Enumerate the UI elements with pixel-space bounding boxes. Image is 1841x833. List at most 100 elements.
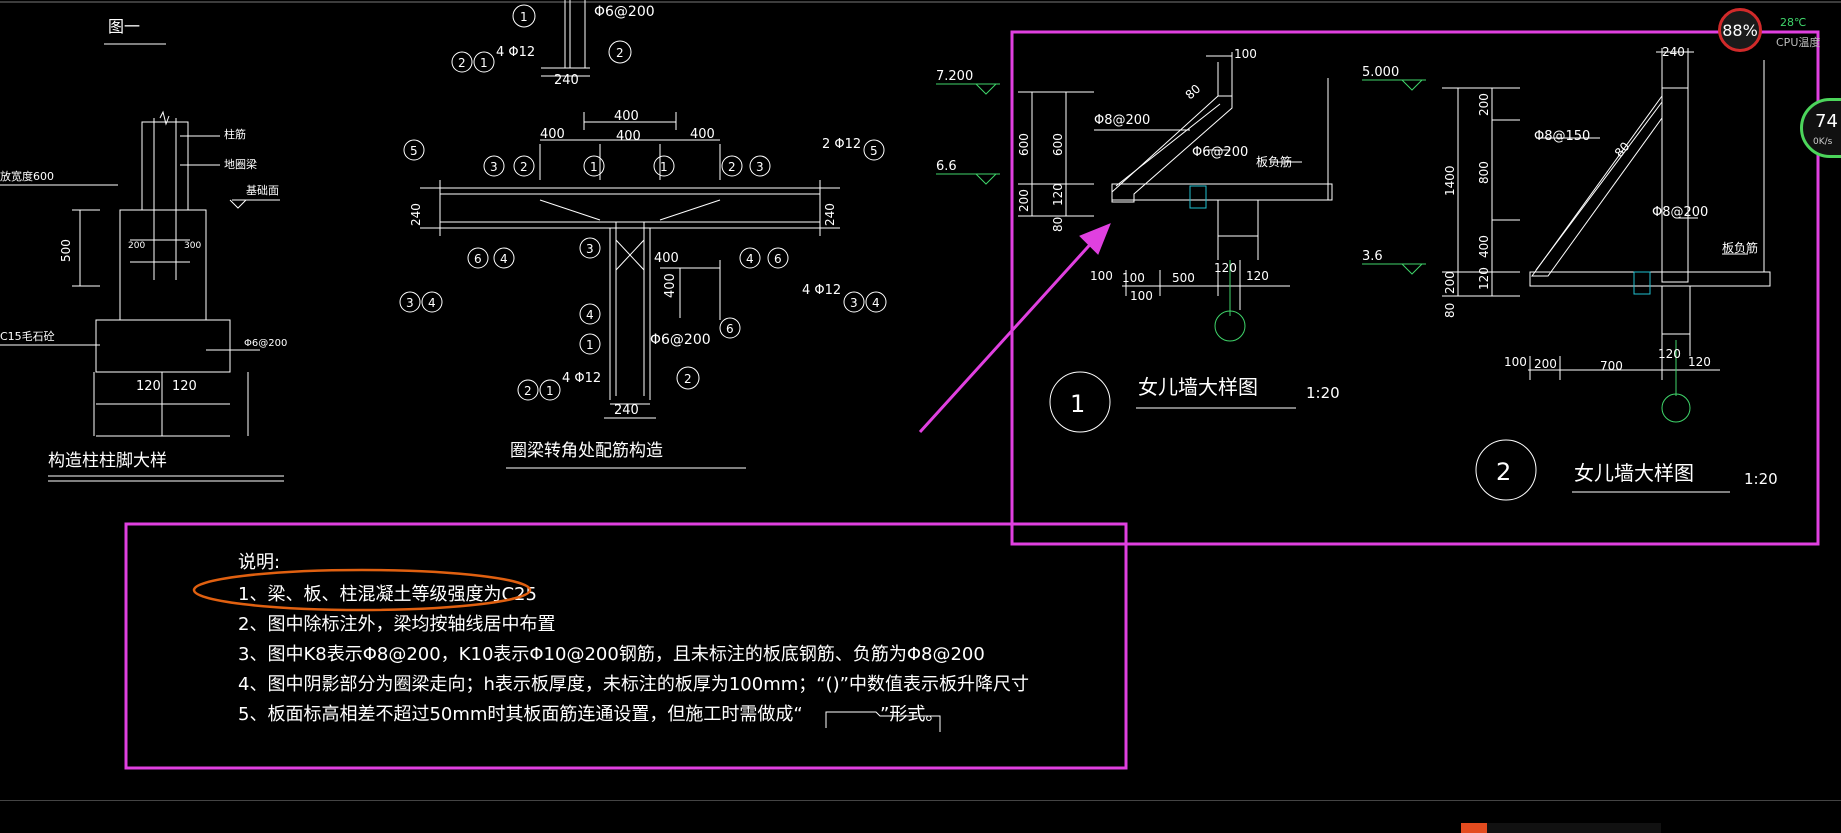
svg-text:1: 1 — [660, 160, 668, 174]
svg-text:3、图中K8表示Φ8@200，K10表示Φ10@200钢筋，: 3、图中K8表示Φ8@200，K10表示Φ10@200钢筋，且未标注的板底钢筋、… — [238, 644, 985, 665]
column-foot-title: 构造柱柱脚大样 — [48, 451, 284, 482]
svg-text:4、图中阴影部分为圈梁走向；h表示板厚度，未标注的板厚为10: 4、图中阴影部分为圈梁走向；h表示板厚度，未标注的板厚为100mm；“()”中数… — [238, 674, 1029, 695]
app-tray-icon[interactable] — [1461, 823, 1487, 833]
svg-text:4: 4 — [428, 296, 436, 310]
svg-text:4: 4 — [746, 252, 754, 266]
svg-text:3.6: 3.6 — [1362, 249, 1383, 264]
svg-text:构造柱柱脚大样: 构造柱柱脚大样 — [48, 451, 167, 471]
svg-text:1:20: 1:20 — [1306, 384, 1340, 402]
svg-text:400: 400 — [663, 273, 678, 298]
svg-text:4 Φ12: 4 Φ12 — [496, 45, 535, 60]
parapet-detail-1-title: 1 女儿墙大样图 1:20 — [1049, 371, 1340, 433]
svg-text:120: 120 — [1658, 347, 1681, 361]
svg-text:100: 100 — [1090, 269, 1113, 283]
svg-text:2: 2 — [458, 56, 466, 70]
svg-text:240: 240 — [614, 403, 639, 418]
svg-text:2: 2 — [616, 46, 624, 60]
svg-text:Φ6@200: Φ6@200 — [1192, 145, 1248, 160]
svg-text:4 Φ12: 4 Φ12 — [562, 371, 601, 386]
figure-one-label: 图一 — [104, 17, 166, 45]
svg-text:3: 3 — [406, 296, 414, 310]
svg-text:240: 240 — [554, 73, 579, 88]
level-markers-right-labels: 5.000 3.6 — [1362, 65, 1399, 264]
cad-drawing-canvas[interactable]: 图一 柱筋 地圈梁 基础面 放宽度600 500 200 300 — [0, 0, 1841, 800]
system-tray[interactable] — [1461, 823, 1661, 833]
cpu-temperature: 28℃ — [1780, 16, 1807, 29]
parapet-detail-1-shading — [1189, 185, 1246, 342]
svg-text:200: 200 — [1443, 271, 1457, 294]
svg-text:3: 3 — [850, 296, 858, 310]
svg-text:100: 100 — [1234, 47, 1257, 61]
svg-text:”形式。: ”形式。 — [880, 704, 943, 725]
ring-beam-plan — [399, 112, 887, 419]
annotation-arrow — [918, 223, 1111, 434]
svg-text:120: 120 — [172, 379, 197, 394]
column-foot-labels: 柱筋 地圈梁 基础面 放宽度600 500 200 300 C15毛石砼 Φ6@… — [0, 127, 287, 394]
svg-text:200: 200 — [128, 241, 145, 251]
svg-text:1: 1 — [520, 10, 528, 24]
svg-text:400: 400 — [614, 109, 639, 124]
svg-text:4: 4 — [500, 252, 508, 266]
parapet-detail-2 — [1442, 48, 1771, 390]
svg-text:Φ6@200: Φ6@200 — [594, 4, 655, 20]
svg-text:240: 240 — [1662, 45, 1685, 59]
svg-text:500: 500 — [59, 239, 73, 262]
parapet-detail-1 — [1018, 52, 1333, 310]
svg-text:Φ6@200: Φ6@200 — [650, 332, 711, 348]
svg-text:Φ8@150: Φ8@150 — [1534, 129, 1590, 144]
svg-text:200: 200 — [1534, 357, 1557, 371]
svg-text:200: 200 — [1477, 93, 1491, 116]
svg-text:80: 80 — [1612, 139, 1633, 160]
svg-text:柱筋: 柱筋 — [224, 127, 246, 141]
svg-text:C15毛石砼: C15毛石砼 — [0, 330, 55, 343]
svg-text:1400: 1400 — [1443, 165, 1457, 196]
notes-block: 说明: 1、梁、板、柱混凝土等级强度为C25 2、图中除标注外，梁均按轴线居中布… — [238, 552, 1029, 732]
svg-text:板负筋: 板负筋 — [1256, 154, 1292, 169]
svg-text:2: 2 — [684, 372, 692, 386]
svg-text:4: 4 — [872, 296, 880, 310]
svg-text:120: 120 — [1688, 355, 1711, 369]
parapet-detail-2-shading — [1633, 271, 1691, 423]
svg-text:4 Φ12: 4 Φ12 — [802, 283, 841, 298]
level-markers-left-labels: 7.200 6.6 — [936, 69, 973, 174]
annotation-box-details — [1010, 30, 1820, 546]
svg-text:80: 80 — [1183, 82, 1204, 103]
svg-text:400: 400 — [540, 127, 565, 142]
svg-text:240: 240 — [409, 203, 423, 226]
svg-text:2: 2 — [728, 160, 736, 174]
annotation-box-notes — [124, 522, 1128, 770]
svg-text:100: 100 — [1122, 271, 1145, 285]
svg-text:2: 2 — [1496, 458, 1511, 486]
svg-text:放宽度600: 放宽度600 — [0, 169, 54, 183]
svg-text:100: 100 — [1130, 289, 1153, 303]
memory-value: 74 — [1815, 111, 1838, 132]
svg-text:700: 700 — [1600, 359, 1623, 373]
ring-beam-plan-labels: 5 3 2 1 1 2 3 5 3 6 4 4 6 3 4 3 4 4 6 1 … — [406, 109, 880, 418]
svg-text:80: 80 — [1051, 217, 1065, 232]
ring-beam-top-detail — [451, 0, 632, 77]
svg-text:女儿墙大样图: 女儿墙大样图 — [1574, 461, 1694, 485]
svg-text:Φ6@200: Φ6@200 — [244, 338, 287, 349]
memory-gauge[interactable]: 74 0K/s — [1800, 98, 1841, 158]
svg-text:1:20: 1:20 — [1744, 470, 1778, 488]
svg-text:6: 6 — [726, 322, 734, 336]
svg-text:基础面: 基础面 — [246, 184, 279, 197]
cpu-usage-gauge[interactable]: 88% — [1718, 8, 1762, 52]
svg-text:图一: 图一 — [108, 17, 140, 36]
level-markers-left — [936, 83, 1000, 185]
svg-text:120: 120 — [1051, 183, 1065, 206]
svg-text:1、梁、板、柱混凝土等级强度为C25: 1、梁、板、柱混凝土等级强度为C25 — [238, 584, 537, 605]
svg-text:120: 120 — [1477, 267, 1491, 290]
column-foot-detail — [0, 110, 280, 437]
svg-text:2、图中除标注外，梁均按轴线居中布置: 2、图中除标注外，梁均按轴线居中布置 — [238, 614, 555, 635]
svg-text:300: 300 — [184, 241, 201, 251]
svg-text:6: 6 — [774, 252, 782, 266]
svg-text:120: 120 — [136, 379, 161, 394]
svg-text:2: 2 — [524, 384, 532, 398]
svg-text:Φ8@200: Φ8@200 — [1652, 205, 1708, 220]
svg-text:1: 1 — [590, 160, 598, 174]
svg-text:1: 1 — [546, 384, 554, 398]
svg-text:1: 1 — [586, 338, 594, 352]
svg-text:7.200: 7.200 — [936, 69, 973, 84]
svg-text:女儿墙大样图: 女儿墙大样图 — [1138, 375, 1258, 399]
